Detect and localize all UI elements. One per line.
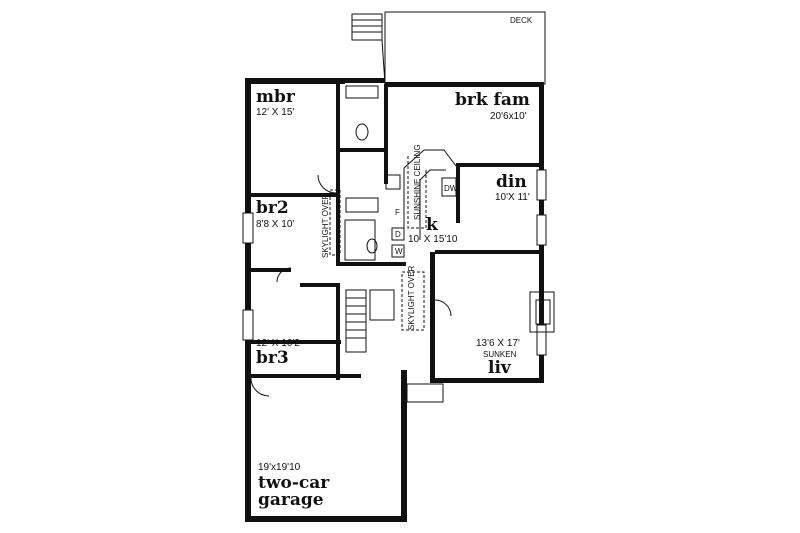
room-name: brk fam <box>455 90 530 110</box>
tub <box>345 197 379 213</box>
washer-label: W <box>395 247 403 256</box>
room-dim: 8'8 X 10' <box>256 219 294 230</box>
interior-walls <box>251 84 539 380</box>
room-dim: 19'x19'10 <box>258 462 301 473</box>
room-dim: 13'6 X 17' <box>476 338 520 349</box>
skylight-right-label: SKYLIGHT OVER <box>407 265 416 330</box>
dryer-label: D <box>395 230 401 239</box>
room-br3: 12' X 10'2 br3 <box>256 338 300 368</box>
room-dim: 12' X 10'2 <box>256 338 300 349</box>
toilet <box>366 238 378 254</box>
room-dim: 12' X 15' <box>256 107 294 118</box>
room-name: liv <box>488 358 512 378</box>
stairs <box>344 219 395 353</box>
fireplace <box>529 291 555 333</box>
room-name: br3 <box>256 348 289 368</box>
room-dim: 20'6x10' <box>490 111 527 122</box>
room-mbr: mbr 12' X 15' <box>256 87 296 118</box>
kitchen-counters <box>385 149 457 258</box>
room-garage: 19'x19'10 two-car garage <box>258 462 330 510</box>
room-dim: 10' X 15'10 <box>408 234 458 245</box>
room-name: mbr <box>256 87 296 107</box>
deck-stairs <box>351 13 383 41</box>
room-brk-fam: brk fam 20'6x10' <box>455 90 530 122</box>
deck-label: DECK <box>510 16 533 25</box>
room-br2: br2 8'8 X 10' <box>256 198 294 230</box>
fridge-label: F <box>395 208 400 217</box>
tub <box>345 85 379 99</box>
room-name: garage <box>258 490 324 510</box>
bath-fixtures <box>345 85 379 254</box>
windows <box>242 169 547 356</box>
skylight-left <box>329 189 341 256</box>
skylight-right <box>401 271 425 331</box>
room-name: k <box>426 215 439 235</box>
room-liv: 13'6 X 17' SUNKEN liv <box>476 338 520 378</box>
room-dim: 10'X 11' <box>495 192 530 203</box>
room-din: din 10'X 11' <box>495 172 530 203</box>
toilet <box>355 123 369 141</box>
room-name: din <box>496 172 527 192</box>
skylight-left-label: SKYLIGHT OVER <box>321 193 330 258</box>
dishwasher-label: DW <box>444 184 458 193</box>
room-k: k 10' X 15'10 <box>408 215 458 245</box>
doors <box>250 174 452 403</box>
room-name: two-car <box>258 473 330 493</box>
room-name: br2 <box>256 198 289 218</box>
room-note: SUNKEN <box>483 350 517 359</box>
sunshine-ceiling-label: SUNSHINE CEILING <box>413 144 422 220</box>
sunshine-ceiling <box>407 156 427 229</box>
deck: DECK <box>351 11 546 85</box>
